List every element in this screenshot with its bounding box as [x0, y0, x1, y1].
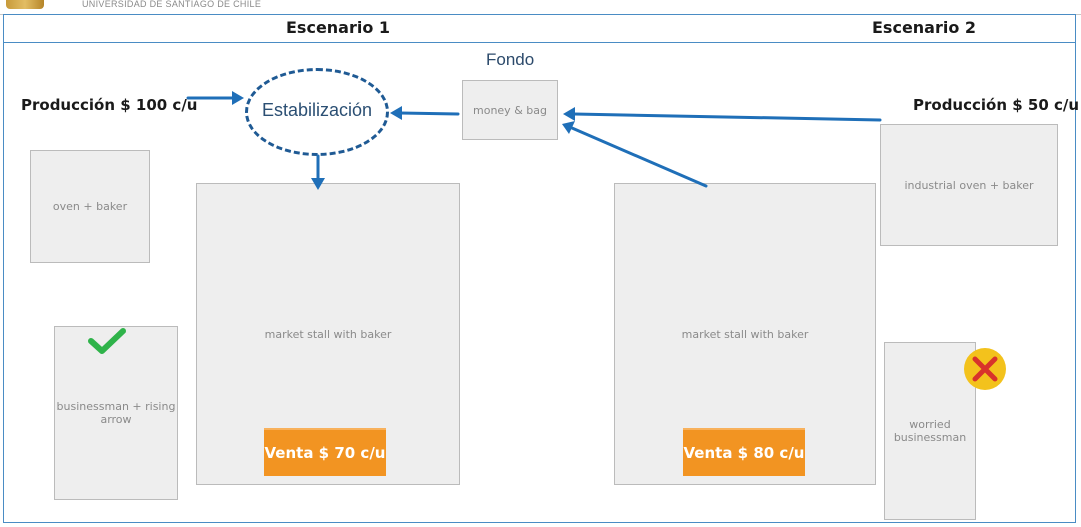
scenario-2-industrial-oven-baker-image: industrial oven + baker [880, 124, 1058, 246]
arrow-production-2-to-fund [572, 112, 882, 122]
arrow-stall-2-to-fund [570, 126, 708, 188]
university-name: UNIVERSIDAD DE SANTIAGO DE CHILE [82, 0, 262, 9]
diagram-frame [3, 14, 1076, 523]
scenario-2-worried-businessman-image: worried businessman [884, 342, 976, 520]
scenario-1-production-label: Producción $ 100 c/u [21, 96, 198, 114]
scenario-1-title: Escenario 1 [286, 18, 391, 37]
scenario-2-title: Escenario 2 [872, 18, 977, 37]
scenario-1-businessman-rising-arrow-image: businessman + rising arrow [54, 326, 178, 500]
arrow-fund-to-stabilization [398, 111, 460, 116]
scenario-1-oven-baker-image: oven + baker [30, 150, 150, 263]
stabilization-label: Estabilización [261, 100, 373, 120]
arrowhead-5 [562, 121, 575, 134]
stabilization-ellipse [245, 68, 389, 156]
scenario-1-sale-badge: Venta $ 70 c/u [264, 428, 386, 476]
money-fund-image: money & bag [462, 80, 558, 140]
arrowhead-2 [390, 106, 402, 120]
arrowhead-4 [563, 107, 575, 121]
scenario-title-band [4, 15, 1075, 43]
university-logo [6, 0, 44, 9]
arrowhead-1 [232, 91, 244, 105]
arrowhead-3 [311, 178, 325, 190]
fund-label: Fondo [486, 50, 535, 69]
scenario-2-sale-badge: Venta $ 80 c/u [683, 428, 805, 476]
check-icon [88, 328, 126, 354]
scenario-2-production-label: Producción $ 50 c/u [913, 96, 1080, 114]
cross-icon [964, 348, 1006, 390]
